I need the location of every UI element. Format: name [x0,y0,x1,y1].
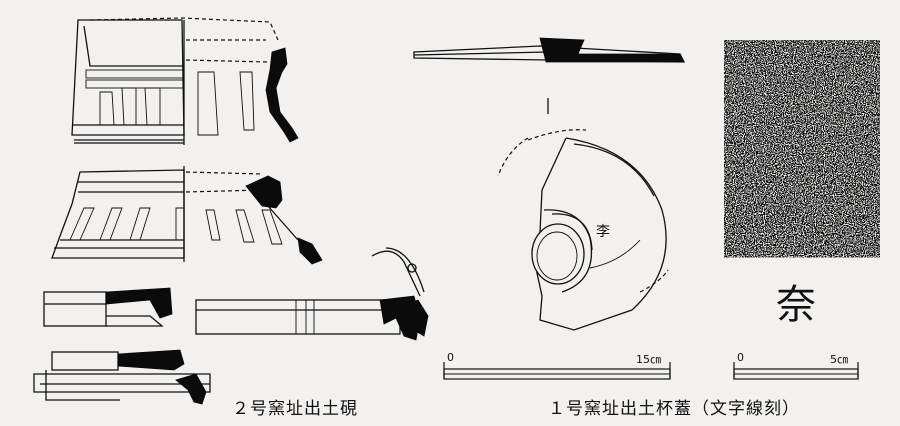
scale-small-start: 0 [737,351,744,364]
cup-lid-plan: 李 [497,98,669,331]
inscription-character: 奈 [776,282,816,328]
inkstone-drawing-4 [195,247,429,341]
rubbing-image [724,40,880,258]
inkstone-drawing-2 [51,166,323,265]
cup-lid-section [413,37,686,63]
inkstone-drawing-1 [71,17,299,145]
inkstone-drawing-3 [33,287,211,405]
scale-large-end: 15㎝ [636,353,661,366]
scale-bar-15cm [443,362,671,380]
scale-bar-5cm [733,362,859,380]
scale-large-start: 0 [447,351,454,364]
scale-small-end: 5㎝ [830,353,848,366]
inscription-sketch: 李 [596,224,610,240]
caption-right: １号窯址出土杯蓋（文字線刻） [548,399,800,419]
caption-left: ２号窯址出土硯 [232,399,358,419]
